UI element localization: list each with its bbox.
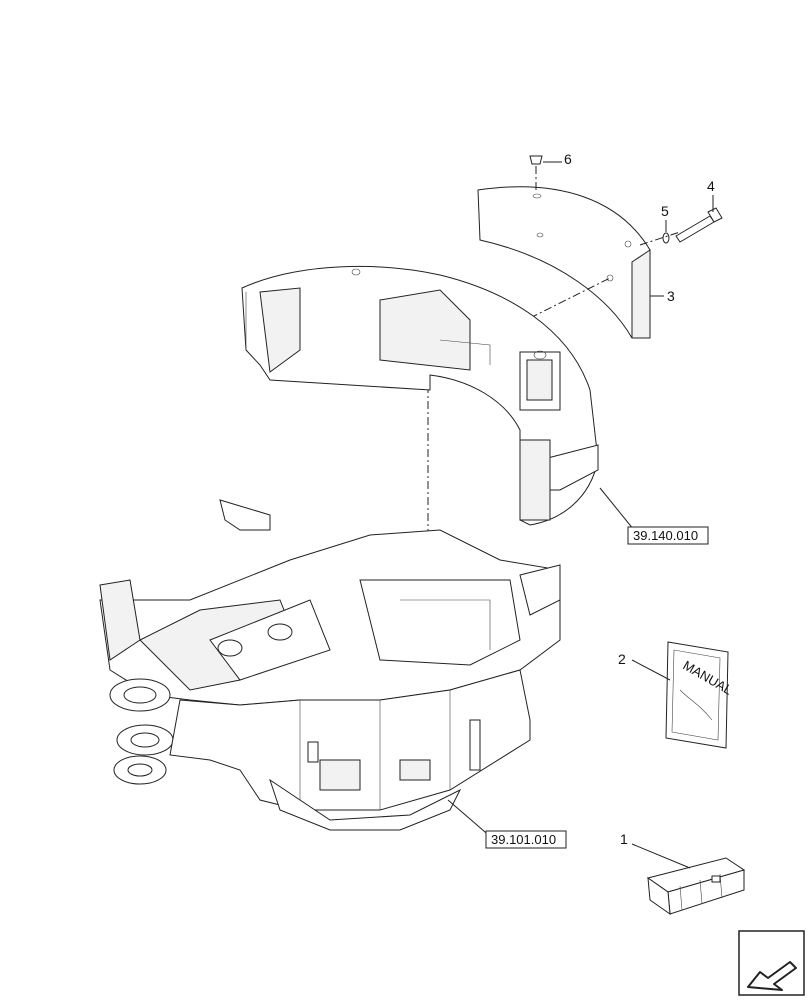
arrow-icon[interactable]	[738, 930, 805, 996]
washer-part	[662, 232, 670, 244]
upper-frame	[99, 499, 561, 706]
plug-part	[529, 155, 543, 192]
lower-frame	[169, 669, 531, 831]
bolt-part	[675, 207, 723, 243]
boom-pivot	[109, 678, 174, 785]
counterweight-plate	[477, 186, 651, 339]
callout-5: 5	[661, 203, 669, 219]
ref-frame-label: 39.101.010	[491, 832, 556, 847]
ref-counterweight-label: 39.140.010	[633, 528, 698, 543]
callout-4: 4	[707, 178, 715, 194]
callout-1: 1	[620, 831, 628, 847]
ref-box-counterweight[interactable]: 39.140.010	[627, 526, 709, 545]
crate-part	[646, 857, 746, 916]
callout-6: 6	[564, 151, 572, 167]
callout-2: 2	[618, 651, 626, 667]
callout-3: 3	[667, 288, 675, 304]
counterweight-body	[241, 265, 599, 526]
ref-box-frame[interactable]: 39.101.010	[485, 830, 567, 849]
manual-part: MANUAL	[665, 641, 735, 749]
